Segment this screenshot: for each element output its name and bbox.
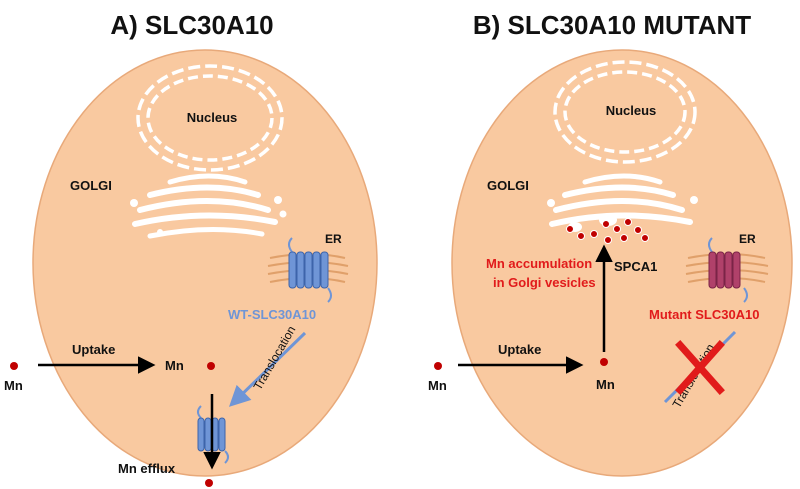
er-label-b: ER bbox=[739, 232, 756, 246]
panel-a-title: A) SLC30A10 bbox=[110, 10, 273, 40]
mn-dot-inside-b bbox=[600, 358, 608, 366]
golgi-label-b: GOLGI bbox=[487, 178, 529, 193]
mutant-transporter-er bbox=[708, 237, 748, 303]
accumulation-label-line1: Mn accumulation bbox=[486, 256, 592, 271]
er-label-a: ER bbox=[325, 232, 342, 246]
accumulation-label-line2: in Golgi vesicles bbox=[493, 275, 596, 290]
panel-b-title: B) SLC30A10 MUTANT bbox=[473, 10, 751, 40]
blocked-cross-icon bbox=[675, 340, 725, 395]
uptake-label-b: Uptake bbox=[498, 342, 541, 357]
translocation-arrow-a bbox=[228, 331, 307, 407]
wt-transporter-label: WT-SLC30A10 bbox=[228, 307, 316, 322]
mn-dot-efflux-a bbox=[205, 479, 213, 487]
spca1-label: SPCA1 bbox=[614, 259, 657, 274]
mn-accumulation-dots bbox=[566, 218, 649, 244]
wt-transporter-membrane bbox=[197, 405, 229, 464]
wt-transporter-er bbox=[288, 237, 332, 303]
nucleus-a bbox=[136, 64, 284, 172]
cell-a bbox=[32, 49, 378, 477]
panel-b: B) SLC30A10 MUTANT Nucleus GOLGI bbox=[428, 10, 793, 477]
mn-inside-label-b: Mn bbox=[596, 377, 615, 392]
nucleus-label-b: Nucleus bbox=[606, 103, 657, 118]
golgi-a bbox=[130, 173, 287, 239]
golgi-b bbox=[547, 173, 698, 232]
mn-outside-label-b: Mn bbox=[428, 378, 447, 393]
mutant-transporter-label: Mutant SLC30A10 bbox=[649, 307, 760, 322]
cell-b bbox=[451, 49, 793, 477]
golgi-label-a: GOLGI bbox=[70, 178, 112, 193]
mn-dot-outside-a bbox=[10, 362, 18, 370]
mn-dot-outside-b bbox=[434, 362, 442, 370]
nucleus-b bbox=[553, 60, 697, 164]
panel-a: A) SLC30A10 Nucleus GOLGI ER bbox=[4, 10, 378, 487]
efflux-label-a: Mn efflux bbox=[118, 461, 176, 476]
nucleus-label-a: Nucleus bbox=[187, 110, 238, 125]
mn-outside-label-a: Mn bbox=[4, 378, 23, 393]
mn-dot-inside-a bbox=[207, 362, 215, 370]
mn-inside-label-a: Mn bbox=[165, 358, 184, 373]
uptake-label-a: Uptake bbox=[72, 342, 115, 357]
